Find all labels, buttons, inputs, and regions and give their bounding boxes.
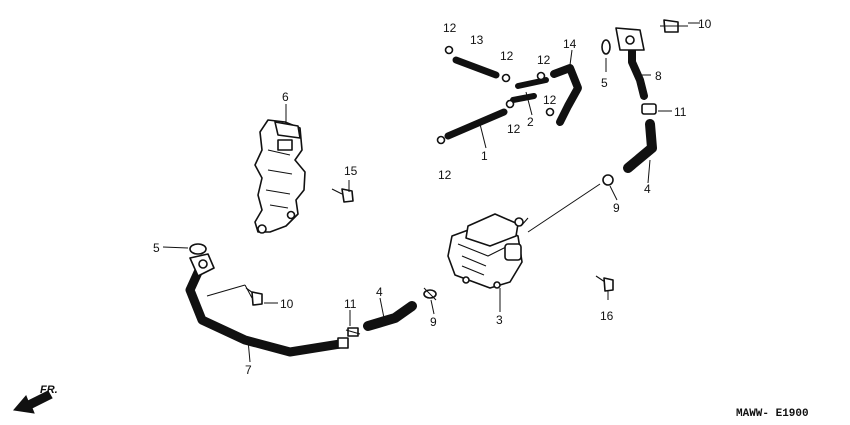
clip-part-12-set <box>436 45 555 145</box>
callout-12-f: 12 <box>438 168 452 182</box>
hose-part-13 <box>452 56 500 79</box>
hose-part-1 <box>444 108 508 140</box>
callout-11-left: 11 <box>344 297 357 311</box>
fuel-pump-part-3 <box>447 213 529 289</box>
leader-lines <box>162 22 700 363</box>
callout-2: 2 <box>527 115 534 129</box>
bolt-part-16 <box>595 275 614 292</box>
callout-12-a: 12 <box>443 21 457 35</box>
callout-14: 14 <box>563 37 577 51</box>
hose-part-4-left <box>363 301 417 331</box>
bolt-part-15 <box>331 188 354 203</box>
o-ring-part-5-left <box>189 243 207 255</box>
clamp-part-11-upper <box>641 103 657 115</box>
callout-4-left: 4 <box>376 285 383 299</box>
callout-5-left: 5 <box>153 241 160 255</box>
bolt-part-10-upper <box>660 19 688 33</box>
callout-13: 13 <box>470 33 484 47</box>
direction-label: FR. <box>40 384 58 396</box>
callout-12-c: 12 <box>537 53 551 67</box>
callout-12-d: 12 <box>543 93 557 107</box>
callout-6: 6 <box>282 90 289 104</box>
callout-7: 7 <box>245 363 252 377</box>
front-direction-arrow-icon: FR. <box>13 384 58 414</box>
bolt-part-10-left <box>245 287 263 306</box>
callout-9-right: 9 <box>613 201 620 215</box>
diagram-code: MAWW- E1900 <box>736 408 809 420</box>
callout-10-left: 10 <box>280 297 294 311</box>
hose-part-14 <box>550 64 582 126</box>
o-ring-part-5-upper <box>601 39 611 55</box>
callout-16: 16 <box>600 309 614 323</box>
callout-8: 8 <box>655 69 662 83</box>
hose-part-4-right <box>623 119 657 173</box>
bracket-part-6 <box>254 119 306 234</box>
callout-11-upper: 11 <box>674 105 687 119</box>
clamp-part-9-left <box>423 287 437 301</box>
pipe-part-8 <box>615 27 648 100</box>
callout-12-b: 12 <box>500 49 514 63</box>
callout-5-upper: 5 <box>601 76 608 90</box>
callout-3: 3 <box>496 313 503 327</box>
callout-12-e: 12 <box>507 122 521 136</box>
clamp-part-9-right <box>602 174 614 186</box>
clamp-part-11-left <box>345 327 361 337</box>
joint-part-2 <box>510 77 549 103</box>
pipe-part-7 <box>185 253 349 357</box>
callout-15: 15 <box>344 164 358 178</box>
callout-1: 1 <box>481 149 488 163</box>
callout-10-upper: 10 <box>698 17 712 31</box>
callout-4-right: 4 <box>644 182 651 196</box>
callout-9-left: 9 <box>430 315 437 329</box>
